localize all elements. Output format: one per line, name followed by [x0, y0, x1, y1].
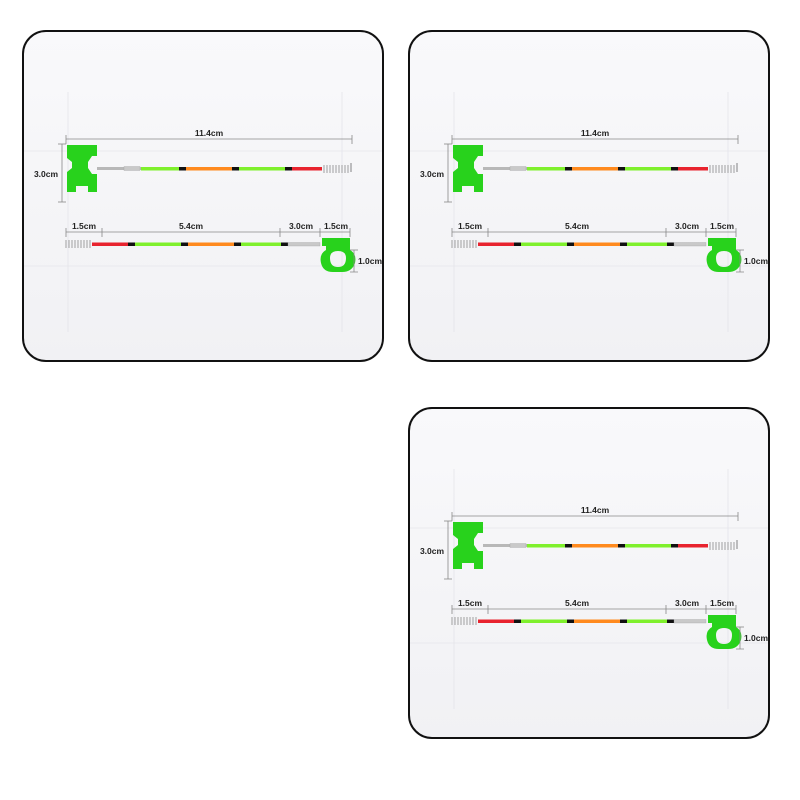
head-height-dimension [444, 143, 452, 203]
segment-dimensions [65, 228, 351, 237]
clip-segment-label: 1.5cm [710, 598, 735, 608]
head-height-dimension [444, 520, 452, 580]
upper-float-rod [453, 145, 738, 192]
total-length-label: 11.4cm [581, 505, 610, 515]
lower-float-rod [451, 615, 742, 649]
float-head [453, 522, 483, 569]
spring-coil [65, 240, 91, 248]
spring-coil [451, 617, 477, 625]
spring-coil [451, 240, 477, 248]
lower-float-rod [65, 238, 356, 272]
spring-coil [709, 542, 735, 550]
total-length-dimension [65, 135, 353, 144]
head-height-label: 3.0cm [34, 169, 59, 179]
head-height-label: 3.0cm [420, 169, 445, 179]
tip-segment-label: 1.5cm [458, 221, 483, 231]
upper-segment-label: 3.0cm [675, 221, 700, 231]
spring-coil [323, 165, 349, 173]
float-clip [706, 615, 742, 649]
product-panel-2: 11.4cm 3.0cm [408, 30, 770, 362]
float-clip [320, 238, 356, 272]
segment-dimensions [451, 228, 737, 237]
total-length-dimension [451, 512, 739, 521]
total-length-dimension [451, 135, 739, 144]
tip-segment-label: 1.5cm [458, 598, 483, 608]
upper-float-rod [453, 522, 738, 569]
upper-segment-label: 3.0cm [289, 221, 314, 231]
head-height-label: 3.0cm [420, 546, 445, 556]
total-length-label: 11.4cm [581, 128, 610, 138]
clip-height-label: 1.0cm [744, 256, 769, 266]
product-diagram: 11.4cm 3.0cm [24, 92, 383, 332]
float-head [67, 145, 97, 192]
product-diagram: 11.4cm 3.0cm [410, 92, 769, 332]
product-panel-1: 11.4cm 3.0cm [22, 30, 384, 362]
upper-float-rod [67, 145, 352, 192]
middle-segment-label: 5.4cm [565, 598, 590, 608]
tip-segment-label: 1.5cm [72, 221, 97, 231]
product-panel-3: 11.4cm 3.0cm [408, 407, 770, 739]
clip-height-dimension [736, 249, 744, 273]
clip-segment-label: 1.5cm [324, 221, 349, 231]
clip-segment-label: 1.5cm [710, 221, 735, 231]
middle-segment-label: 5.4cm [565, 221, 590, 231]
float-head [453, 145, 483, 192]
float-clip [706, 238, 742, 272]
middle-segment-label: 5.4cm [179, 221, 204, 231]
lower-float-rod [451, 238, 742, 272]
clip-height-dimension [350, 249, 358, 273]
spring-coil [709, 165, 735, 173]
head-height-dimension [58, 143, 66, 203]
clip-height-label: 1.0cm [744, 633, 769, 643]
clip-height-label: 1.0cm [358, 256, 383, 266]
clip-height-dimension [736, 626, 744, 650]
product-diagram: 11.4cm 3.0cm [410, 469, 769, 709]
segment-dimensions [451, 605, 737, 614]
upper-segment-label: 3.0cm [675, 598, 700, 608]
total-length-label: 11.4cm [195, 128, 224, 138]
